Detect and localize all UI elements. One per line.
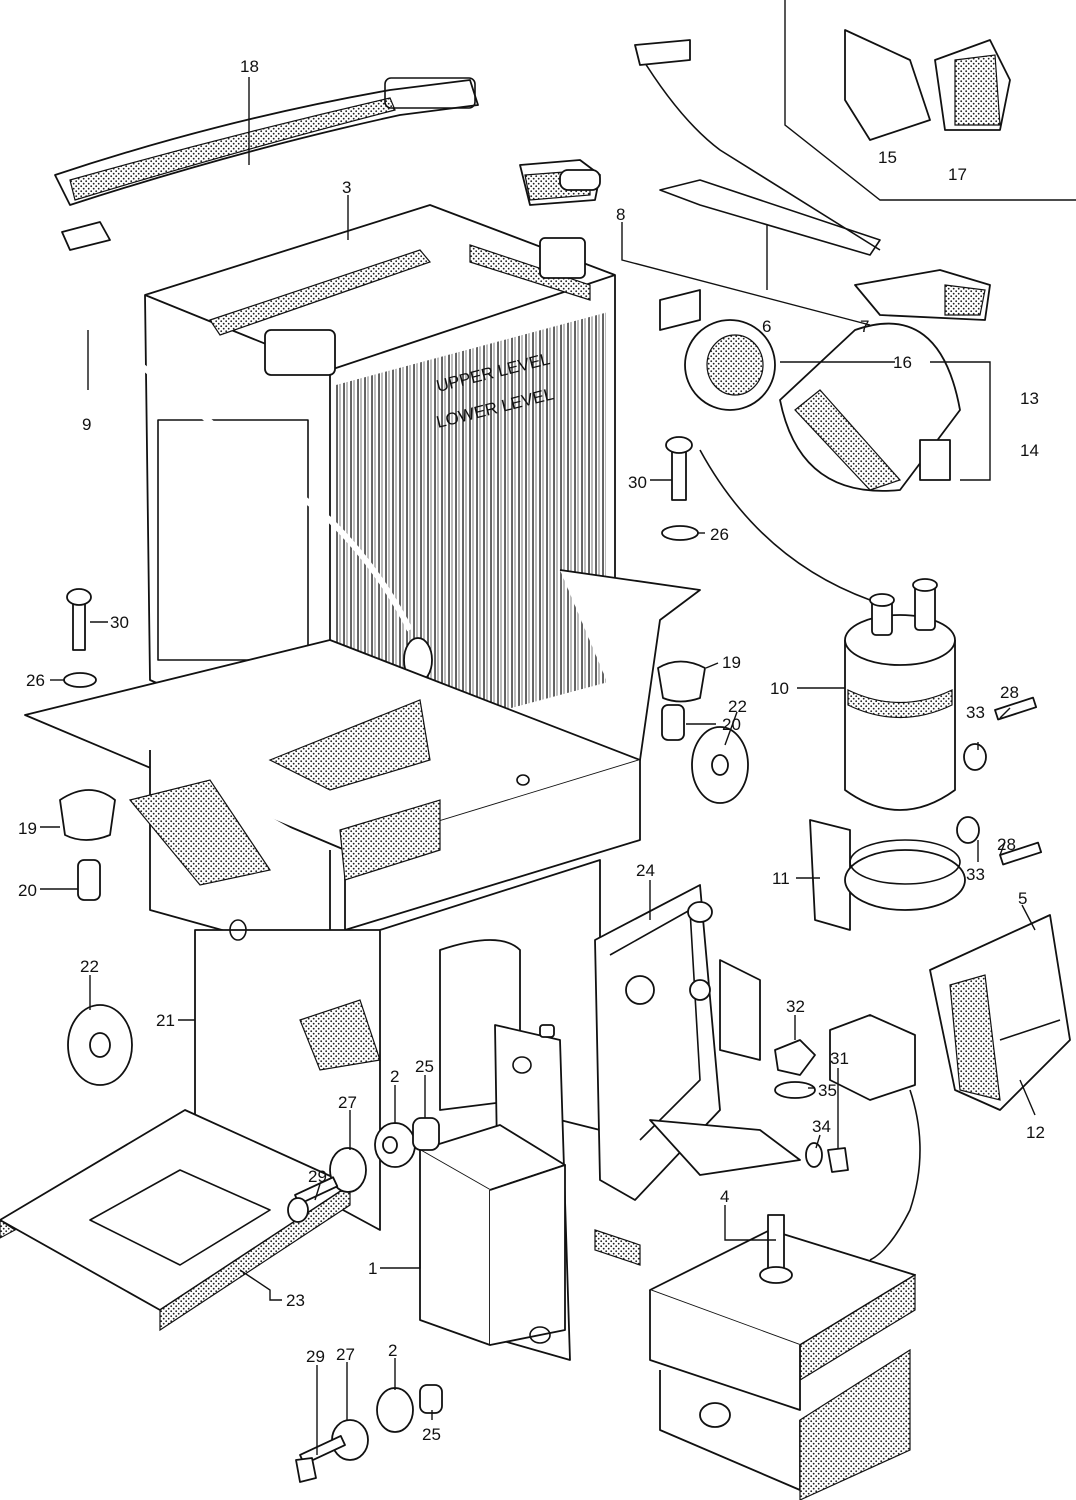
label-18: 18 bbox=[240, 57, 259, 76]
label-8: 8 bbox=[616, 205, 625, 224]
label-27-lower: 27 bbox=[336, 1345, 355, 1364]
label-24: 24 bbox=[636, 861, 655, 880]
leader-lines bbox=[40, 77, 1036, 1455]
label-17: 17 bbox=[948, 165, 967, 184]
label-26-upper: 26 bbox=[710, 525, 729, 544]
label-23: 23 bbox=[286, 1291, 305, 1310]
label-21: 21 bbox=[156, 1011, 175, 1030]
label-30-left: 30 bbox=[110, 613, 129, 632]
label-28-upper: 28 bbox=[1000, 683, 1019, 702]
battery: UPPER LEVEL LOWER LEVEL bbox=[144, 204, 616, 761]
label-31: 31 bbox=[830, 1049, 849, 1068]
label-22-left: 22 bbox=[80, 957, 99, 976]
fasteners bbox=[59, 436, 1043, 1483]
label-33-upper: 33 bbox=[966, 703, 985, 722]
fuse-box bbox=[929, 914, 1071, 1111]
wiring-harness bbox=[519, 39, 991, 321]
ignition-coil bbox=[699, 449, 956, 811]
part-labels: 18 3 8 6 7 15 17 16 13 14 9 30 26 30 26 … bbox=[18, 57, 1045, 1444]
label-25-lower: 25 bbox=[422, 1425, 441, 1444]
mounting-bracket bbox=[594, 884, 801, 1266]
label-20-right: 20 bbox=[722, 715, 741, 734]
label-6: 6 bbox=[762, 317, 771, 336]
battery-ground-cable bbox=[61, 221, 433, 683]
label-11: 11 bbox=[772, 869, 790, 888]
relay-mount bbox=[649, 1214, 916, 1500]
label-14: 14 bbox=[1020, 441, 1039, 460]
label-30-upper: 30 bbox=[628, 473, 647, 492]
label-29-upper: 29 bbox=[308, 1167, 327, 1186]
relay bbox=[844, 29, 1011, 141]
label-19-right: 19 bbox=[722, 653, 741, 672]
label-34: 34 bbox=[812, 1117, 831, 1136]
label-16: 16 bbox=[893, 353, 912, 372]
label-26-left: 26 bbox=[26, 671, 45, 690]
regulator bbox=[419, 1024, 571, 1361]
label-29-lower: 29 bbox=[306, 1347, 325, 1366]
label-27-upper: 27 bbox=[338, 1093, 357, 1112]
label-15: 15 bbox=[878, 148, 897, 167]
coil-clamp bbox=[809, 819, 966, 931]
connector-12 bbox=[829, 1014, 921, 1261]
label-2-lower: 2 bbox=[388, 1341, 397, 1360]
label-5: 5 bbox=[1018, 889, 1027, 908]
label-20-left: 20 bbox=[18, 881, 37, 900]
label-28-lower: 28 bbox=[997, 835, 1016, 854]
label-13: 13 bbox=[1020, 389, 1039, 408]
label-1: 1 bbox=[368, 1259, 377, 1278]
label-25-upper: 25 bbox=[415, 1057, 434, 1076]
battery-strap bbox=[54, 77, 479, 206]
label-10: 10 bbox=[770, 679, 789, 698]
label-9: 9 bbox=[82, 415, 91, 434]
label-4: 4 bbox=[720, 1187, 729, 1206]
label-7: 7 bbox=[860, 317, 869, 336]
label-12: 12 bbox=[1026, 1123, 1045, 1142]
condenser-clamp bbox=[659, 289, 776, 411]
label-19-left: 19 bbox=[18, 819, 37, 838]
label-3: 3 bbox=[342, 178, 351, 197]
condenser bbox=[779, 322, 961, 492]
label-22-right: 22 bbox=[728, 697, 747, 716]
label-33-lower: 33 bbox=[966, 865, 985, 884]
label-35: 35 bbox=[818, 1081, 837, 1100]
inset-divider-line bbox=[784, 0, 1076, 201]
label-2-upper: 2 bbox=[390, 1067, 399, 1086]
label-32: 32 bbox=[786, 997, 805, 1016]
